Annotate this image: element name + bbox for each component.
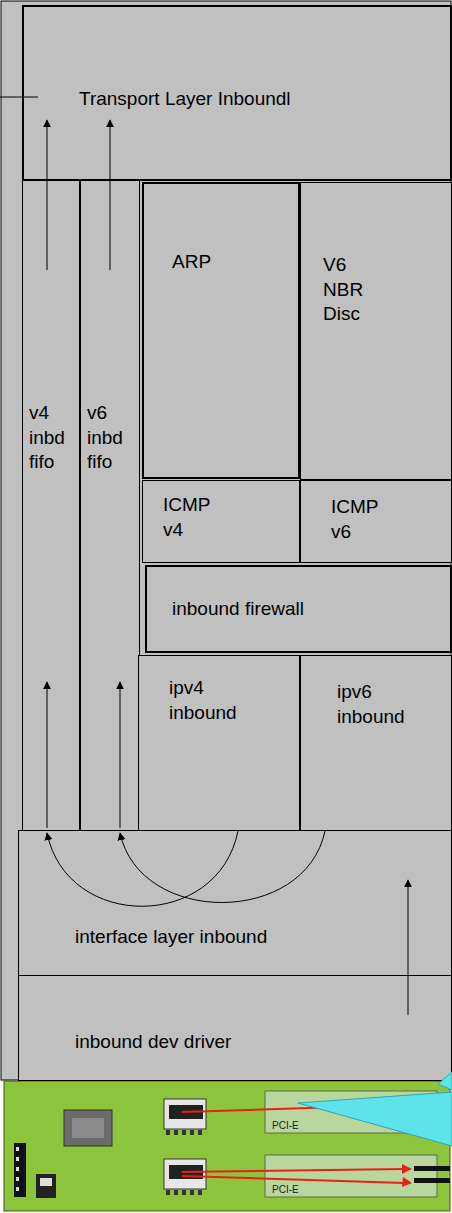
layer-label: interface layer inbound <box>75 925 415 950</box>
layer-box: ICMP v4 <box>142 480 300 563</box>
layer-box: ICMP v6 <box>300 480 452 563</box>
layer-box: interface layer inbound <box>18 830 452 976</box>
layer-box: inbound firewall <box>145 565 452 653</box>
layer-label: ipv4 inbound <box>169 676 239 725</box>
layer-label: Transport Layer Inboundl <box>79 87 379 112</box>
layer-label: inbound dev driver <box>75 1030 415 1055</box>
layer-box: ARP <box>142 182 300 479</box>
layer-box: v6 inbd fifo <box>80 180 140 831</box>
layer-box: ipv4 inbound <box>138 655 300 831</box>
slot-label: PCI-E <box>272 1185 299 1195</box>
layer-label: ARP <box>172 250 272 275</box>
layer-box: Transport Layer Inboundl <box>22 5 452 181</box>
layer-label: inbound firewall <box>172 597 412 622</box>
layer-label: ICMP v6 <box>331 495 401 544</box>
callout-pointer <box>298 1092 452 1146</box>
layer-box: inbound dev driver <box>18 975 452 1081</box>
nic-board <box>4 1081 450 1211</box>
outer-frame <box>1 1 451 1080</box>
layer-label: v6 inbd fifo <box>87 401 133 475</box>
layer-label: V6 NBR Disc <box>323 253 387 327</box>
layer-box: V6 NBR Disc <box>300 182 452 480</box>
layer-label: v4 inbd fifo <box>29 401 73 475</box>
layer-box: v4 inbd fifo <box>22 180 80 831</box>
layer-box: ipv6 inbound <box>300 655 452 831</box>
layer-label: ipv6 inbound <box>337 680 407 729</box>
layer-label: ICMP v4 <box>163 493 233 542</box>
slot-label: PCI-E <box>272 1121 299 1131</box>
